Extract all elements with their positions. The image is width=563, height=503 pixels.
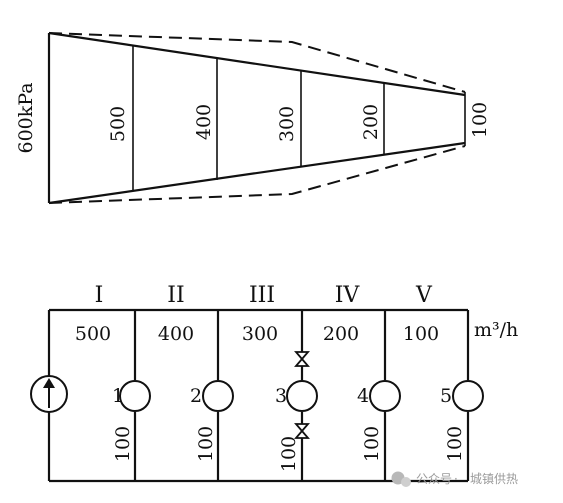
source-pressure-label: 600kPa — [15, 82, 37, 153]
consumer-circle-icon — [452, 380, 484, 412]
consumer-number: 1 — [112, 385, 124, 407]
wechat-logo-icon — [391, 471, 411, 487]
section-flow-label: 400 — [158, 323, 194, 345]
consumer-circle-icon — [286, 380, 318, 412]
consumer-flow-label: 100 — [195, 426, 217, 462]
section-flow-label: 300 — [242, 323, 278, 345]
return-dashed-line — [48, 145, 466, 204]
section-numeral: III — [249, 283, 275, 308]
consumer-number: 5 — [440, 385, 452, 407]
return-pressure-line — [48, 141, 466, 205]
pipe-network: I II III IV V — [30, 283, 518, 483]
section-pressure-label: 100 — [469, 102, 491, 138]
bowtie-valve-icon — [294, 423, 310, 439]
consumer-flow-label: 100 — [112, 426, 134, 462]
consumer-circle-icon — [202, 380, 234, 412]
section-pressure-label: 300 — [276, 106, 298, 142]
watermark: 公众号 · 城镇供热 — [391, 471, 518, 487]
consumer-number: 3 — [275, 385, 287, 407]
section-pressure-label: 200 — [360, 104, 382, 140]
consumer-flow-label: 100 — [444, 426, 466, 462]
consumer-number: 2 — [190, 385, 202, 407]
consumer-flow-label: 100 — [278, 436, 300, 472]
flow-unit-label: m³/h — [474, 319, 518, 341]
watermark-name: 城镇供热 — [470, 472, 518, 486]
consumer-circle-icon — [119, 380, 151, 412]
section-numeral: IV — [335, 283, 361, 308]
section-pressure-label: 500 — [107, 106, 129, 142]
consumer-number: 4 — [357, 385, 369, 407]
watermark-separator: · — [454, 472, 458, 486]
section-numeral: V — [415, 283, 433, 308]
bowtie-valve-icon — [294, 351, 310, 367]
watermark-prefix: 公众号 — [416, 472, 452, 486]
supply-pressure-line — [48, 31, 466, 97]
section-flow-label: 100 — [403, 323, 439, 345]
consumer-flow-label: 100 — [361, 426, 383, 462]
pressure-graph: 600kPa 500 400 300 200 100 — [15, 31, 491, 205]
section-numeral: I — [95, 283, 104, 308]
consumer-circle-icon — [369, 380, 401, 412]
section-pressure-label: 400 — [193, 104, 215, 140]
section-numeral: II — [167, 283, 184, 308]
pump-arrow-icon — [30, 375, 68, 413]
section-flow-label: 200 — [323, 323, 359, 345]
supply-dashed-line — [48, 32, 466, 93]
section-flow-label: 500 — [75, 323, 111, 345]
